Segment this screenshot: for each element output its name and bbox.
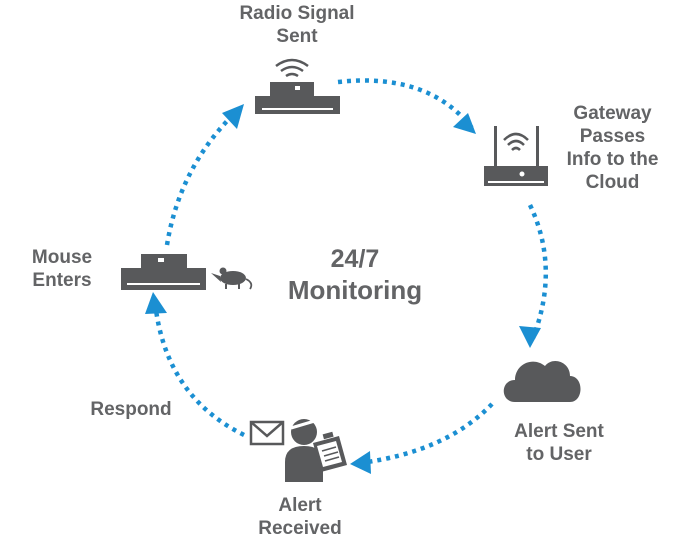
arrowhead-alert-received — [350, 451, 371, 474]
label-gateway-passes-info: Gateway Passes Info to the Cloud — [550, 102, 675, 194]
arrowhead-gateway — [453, 113, 476, 134]
label-alert-received-line1: Alert — [278, 495, 322, 516]
label-respond-line1: Respond — [90, 399, 172, 420]
label-mouse-enters-line1: Mouse — [31, 247, 93, 268]
label-radio-signal-sent: Radio Signal Sent — [212, 2, 382, 48]
label-gateway-line1: Gateway — [573, 103, 652, 124]
cloud-icon — [503, 361, 581, 402]
label-gateway-line3: Info to the — [566, 149, 659, 170]
label-alert-received: Alert Received — [245, 494, 355, 540]
label-radio-signal-line1: Radio Signal — [239, 3, 355, 24]
gateway-router-icon — [484, 126, 548, 186]
label-alert-received-line2: Received — [258, 518, 342, 539]
label-alert-sent-line1: Alert Sent — [514, 421, 604, 442]
arrowhead-alert-sent — [519, 326, 541, 348]
center-title-line1: 24/7 — [330, 245, 380, 273]
arrow-radio-to-gateway — [337, 78, 474, 130]
label-mouse-enters-line2: Enters — [32, 270, 92, 291]
person-with-clipboard-icon — [285, 418, 347, 482]
envelope-icon — [249, 420, 285, 446]
label-alert-sent-line2: to User — [526, 444, 592, 465]
label-radio-signal-line2: Sent — [276, 26, 318, 47]
label-mouse-enters: Mouse Enters — [20, 246, 104, 292]
transmitter-icon — [255, 58, 340, 114]
arrowhead-radio — [222, 104, 244, 129]
arrow-respond-to-mouse — [152, 301, 245, 438]
arrow-mouse-to-radio — [164, 108, 240, 246]
label-respond: Respond — [76, 398, 186, 421]
arrow-alert-sent-to-received — [359, 402, 494, 466]
sensor-device-icon — [121, 254, 206, 290]
label-gateway-line2: Passes — [579, 126, 646, 147]
arrow-gateway-to-alert-sent — [527, 204, 548, 339]
label-alert-sent-to-user: Alert Sent to User — [494, 420, 624, 466]
center-title-line2: Monitoring — [287, 275, 423, 305]
label-gateway-line4: Cloud — [585, 172, 640, 193]
mouse-icon — [211, 267, 253, 290]
center-title: 24/7 Monitoring — [260, 244, 450, 306]
arrowhead-mouse — [145, 292, 167, 314]
